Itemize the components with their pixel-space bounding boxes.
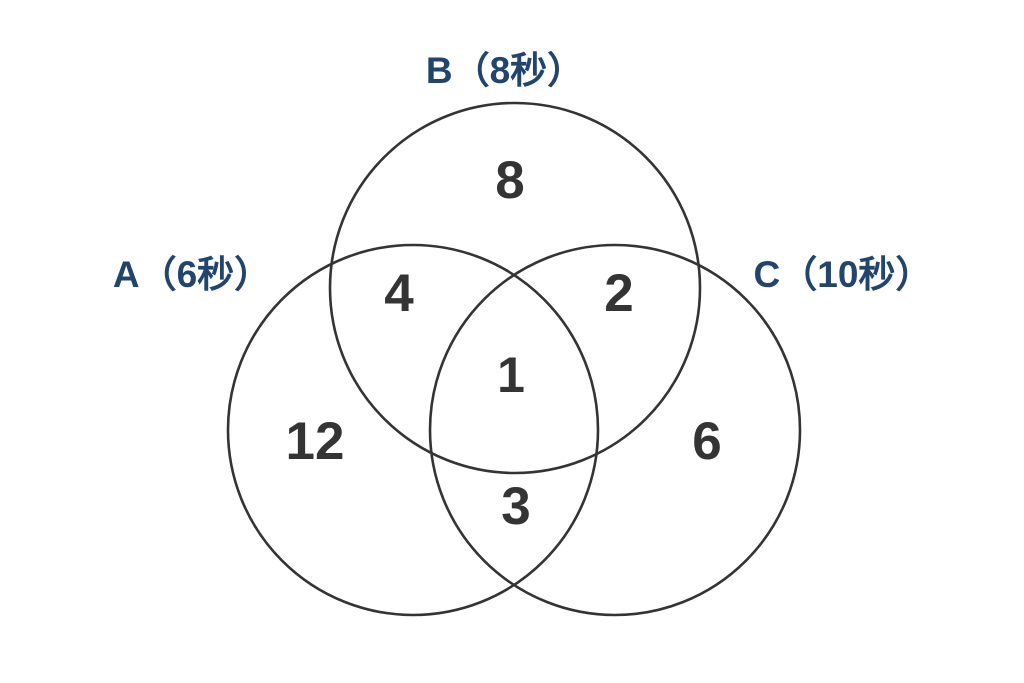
circle-set-c bbox=[428, 243, 802, 617]
region-value-a-and-b: 4 bbox=[384, 264, 414, 323]
region-value-a-and-c: 3 bbox=[501, 477, 530, 536]
region-value-b-and-c: 2 bbox=[604, 264, 633, 323]
set-label-b: B（8秒） bbox=[426, 50, 584, 91]
region-value-a-only: 12 bbox=[286, 412, 345, 471]
region-value-a-b-c: 1 bbox=[497, 347, 525, 403]
region-value-c-only: 6 bbox=[692, 412, 721, 471]
circle-set-a bbox=[226, 243, 600, 617]
set-label-c: C（10秒） bbox=[754, 254, 933, 295]
region-value-b-only: 8 bbox=[495, 151, 524, 210]
set-label-a: A（6秒） bbox=[113, 254, 271, 295]
circle-set-b bbox=[328, 101, 702, 475]
